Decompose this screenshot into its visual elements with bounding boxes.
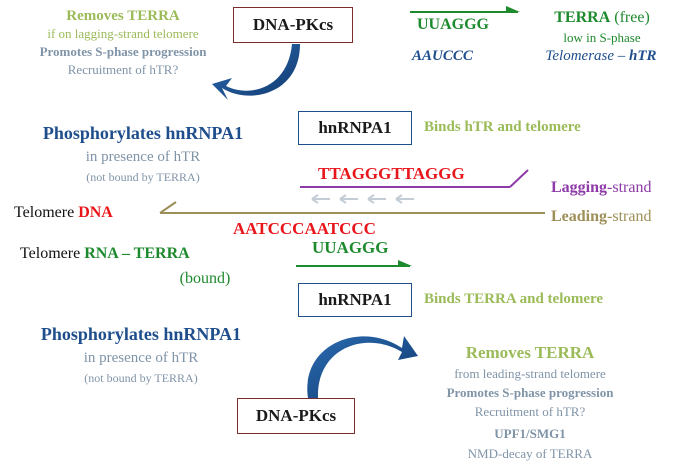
upper-binds-htr: Binds hTR and telomere	[424, 119, 581, 135]
htr-label: hTR	[629, 48, 657, 64]
telomere-dna-label: Telomere DNA	[14, 204, 113, 222]
telomere-dna-prefix: Telomere	[14, 204, 79, 221]
top-recruitment: Recruitment of hTR?	[67, 62, 179, 77]
lower-presence-htr: in presence of hTR	[83, 350, 199, 366]
lower-hnrnpa1-box: hnRNPA1	[298, 283, 412, 317]
top-terra-free: TERRA (free)	[522, 9, 682, 27]
lower-phosphorylates: Phosphorylates hnRNPA1	[40, 324, 242, 344]
bottom-curved-arrow	[307, 336, 418, 398]
upper-not-bound: (not bound by TERRA)	[86, 170, 200, 184]
bottom-nmd-decay: NMD-decay of TERRA	[467, 446, 593, 461]
upper-presence-htr: in presence of hTR	[85, 149, 201, 165]
lower-not-bound: (not bound by TERRA)	[84, 371, 198, 385]
bottom-leading-note: from leading-strand telomere	[454, 366, 606, 381]
lower-rna-arrow-head	[398, 260, 412, 266]
bottom-removes-terra: Removes TERRA	[465, 343, 595, 362]
telomere-rna-label: Telomere RNA – TERRA	[20, 245, 190, 263]
seq-aatcccaatccc: AATCCCAATCCC	[233, 219, 376, 238]
top-telomerase: Telomerase – hTR	[516, 48, 686, 65]
lagging-word: Lagging	[551, 179, 608, 196]
leading-strand-hook	[159, 201, 177, 214]
terra-word: TERRA	[554, 9, 611, 26]
lagging-rest: -strand	[607, 179, 652, 196]
leading-word: Leading	[551, 208, 608, 225]
bound-label: (bound)	[179, 270, 231, 287]
leading-rest: -strand	[607, 208, 652, 225]
top-lagging-note: if on lagging-strand telomere	[47, 26, 199, 41]
top-rna-arrow-head	[506, 6, 520, 12]
leading-strand-label: Leading-strand	[551, 208, 651, 226]
top-removes-terra: Removes TERRA	[66, 8, 180, 24]
upper-phosphorylates: Phosphorylates hnRNPA1	[42, 123, 244, 143]
top-seq-uuaggg: UUAGGG	[417, 16, 489, 33]
grey-small-arrows	[311, 194, 414, 204]
top-curved-arrow	[212, 44, 300, 100]
lower-binds-terra: Binds TERRA and telomere	[424, 291, 604, 307]
top-low-s-phase: low in S-phase	[563, 30, 641, 45]
lagging-strand-label: Lagging-strand	[551, 179, 651, 197]
bottom-dna-pkcs-box: DNA-PKcs	[237, 398, 355, 434]
bottom-recruitment: Recruitment of hTR?	[474, 404, 586, 419]
rna-terra-word: RNA – TERRA	[84, 245, 190, 262]
top-s-phase: Promotes S-phase progression	[39, 44, 207, 59]
bottom-upf1-smg1: UPF1/SMG1	[494, 426, 566, 441]
top-dna-pkcs-box: DNA-PKcs	[233, 7, 353, 43]
seq-ttagggttaggg: TTAGGGTTAGGG	[318, 164, 465, 183]
telomere-rna-prefix: Telomere	[20, 245, 85, 262]
telomerase-label: Telomerase –	[545, 48, 630, 64]
top-seq-aauccc: AAUCCC	[412, 48, 473, 64]
dna-word: DNA	[78, 204, 113, 221]
lower-seq-uuaggg: UUAGGG	[312, 238, 389, 257]
upper-hnrnpa1-box: hnRNPA1	[298, 111, 412, 145]
lagging-strand-hook	[509, 169, 529, 188]
terra-free-word: (free)	[610, 9, 650, 26]
bottom-s-phase: Promotes S-phase progression	[446, 385, 614, 400]
